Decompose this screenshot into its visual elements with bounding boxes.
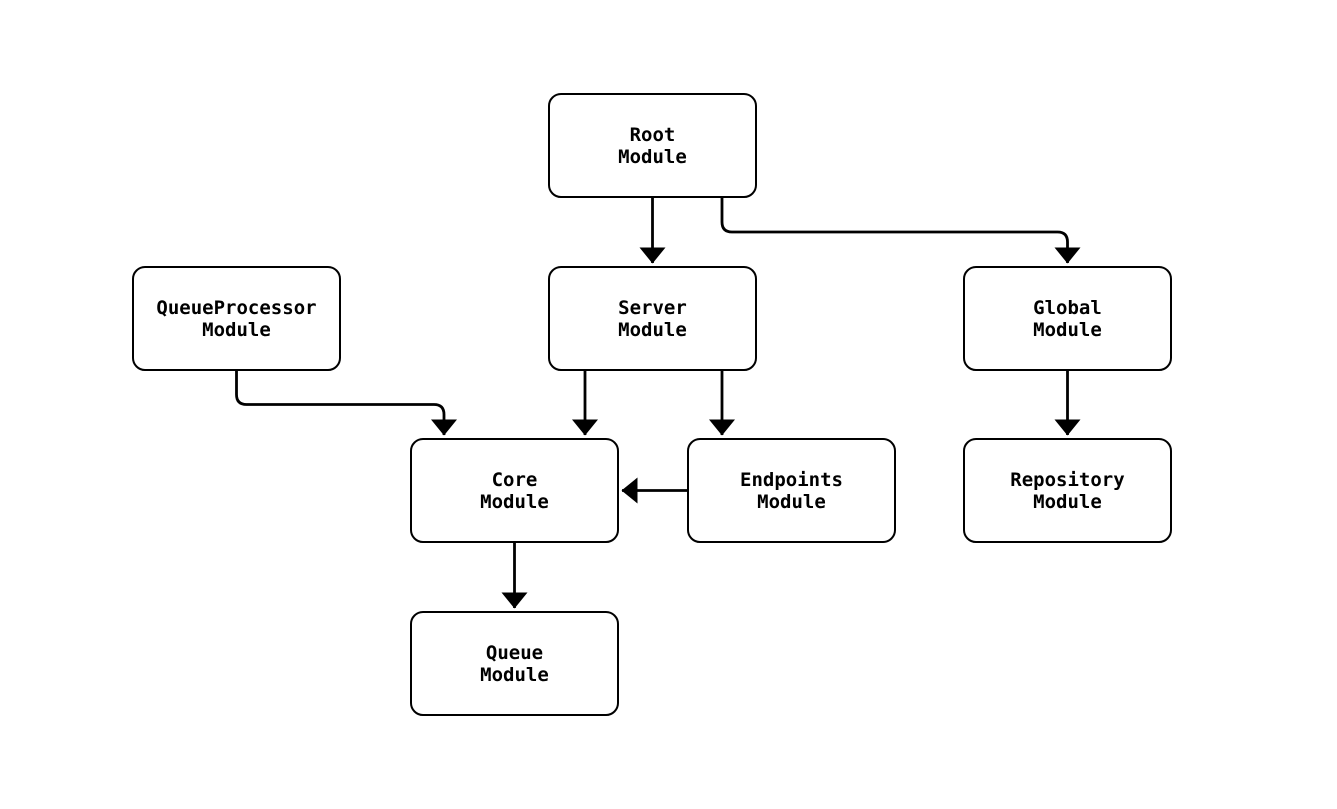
node-repository-module: Repository Module — [963, 438, 1172, 543]
node-queue-module: Queue Module — [410, 611, 619, 716]
node-label-line: Module — [480, 663, 549, 686]
node-global-module: Global Module — [963, 266, 1172, 371]
node-label-line: QueueProcessor — [156, 296, 317, 319]
node-endpoints-module: Endpoints Module — [687, 438, 896, 543]
node-label-line: Global — [1033, 296, 1102, 319]
node-label-line: Module — [480, 490, 549, 513]
node-label-line: Module — [618, 145, 687, 168]
node-label-line: Module — [1033, 318, 1102, 341]
node-label-line: Core — [491, 468, 538, 491]
node-label-line: Queue — [485, 641, 544, 664]
node-server-module: Server Module — [548, 266, 757, 371]
node-label-line: Module — [202, 318, 271, 341]
edge-queueprocessor-to-core — [235, 371, 457, 436]
node-label-line: Module — [757, 490, 826, 513]
node-label-line: Root — [629, 123, 676, 146]
node-label-line: Endpoints — [740, 468, 843, 491]
node-queueprocessor-module: QueueProcessor Module — [132, 266, 341, 371]
node-core-module: Core Module — [410, 438, 619, 543]
node-label-line: Module — [1033, 490, 1102, 513]
node-label-line: Module — [618, 318, 687, 341]
edge-root-to-global — [720, 198, 1081, 264]
node-root-module: Root Module — [548, 93, 757, 198]
node-label-line: Server — [618, 296, 687, 319]
node-label-line: Repository — [1010, 468, 1125, 491]
